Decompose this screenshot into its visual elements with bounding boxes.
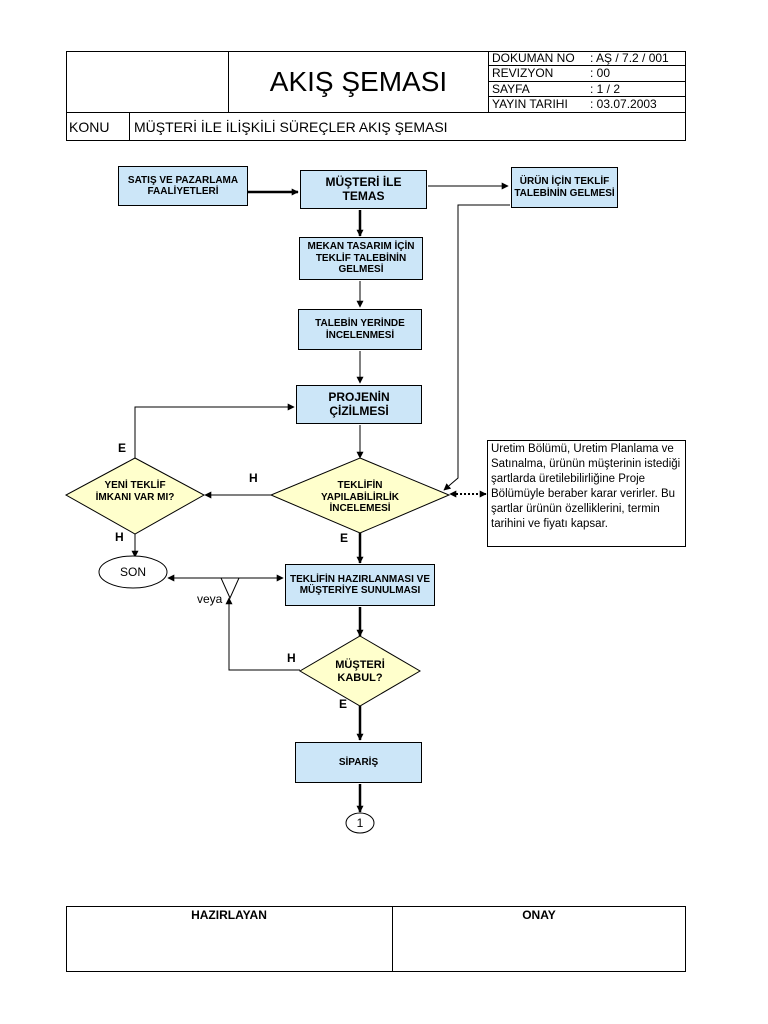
edge-label-teklif-h: H	[249, 471, 258, 485]
node-urun-teklif: ÜRÜN İÇİN TEKLİF TALEBİNİN GELMESİ	[511, 167, 618, 208]
edge-label-kabul-h: H	[287, 651, 296, 665]
node-teklif-hazirlama: TEKLİFİN HAZIRLANMASI VE MÜŞTERİYE SUNUL…	[285, 564, 435, 606]
meta-row-doc-no: DOKUMAN NO : AŞ / 7.2 / 001	[489, 51, 686, 67]
label-son: SON	[119, 565, 146, 579]
label-teklif-yapilabilirlik: TEKLİFİN YAPILABİLİRLİK İNCELEMESİ	[321, 480, 399, 514]
diamond-musteri-kabul	[299, 635, 421, 707]
meta-value: : 00	[590, 66, 611, 81]
meta-row-revision: REVIZYON : 00	[489, 66, 686, 82]
node-talep-inceleme: TALEBİN YERİNDE İNCELENMESİ	[298, 309, 422, 350]
document-title: AKIŞ ŞEMASI	[229, 51, 489, 112]
document-meta: DOKUMAN NO : AŞ / 7.2 / 001 REVIZYON : 0…	[489, 51, 686, 112]
edge-kabul-to-veya	[225, 597, 300, 671]
diamond-teklif-yapilabilirlik	[269, 457, 451, 534]
meta-key: DOKUMAN NO	[492, 51, 575, 65]
footer-hazirlayan: HAZIRLAYAN	[191, 908, 267, 922]
veya-merge-shape	[220, 577, 240, 600]
meta-row-publish-date: YAYIN TARIHI : 03.07.2003	[489, 97, 686, 112]
meta-value: : 03.07.2003	[590, 96, 657, 111]
subject-value: MÜŞTERİ İLE İLİŞKİLİ SÜREÇLER AKIŞ ŞEMAS…	[134, 119, 448, 135]
node-mekan-tasarim: MEKAN TASARIM İÇİN TEKLİF TALEBİNİN GELM…	[299, 237, 423, 280]
footer-table	[66, 906, 686, 972]
meta-key: YAYIN TARIHI	[492, 96, 568, 111]
label-veya: veya	[197, 592, 223, 606]
node-siparis: SİPARİŞ	[295, 742, 422, 783]
edge-label-kabul-e: E	[339, 697, 348, 711]
meta-key: REVIZYON	[492, 66, 554, 81]
info-note: Uretim Bölümü, Uretim Planlama ve Satına…	[487, 440, 686, 547]
edge-label-yeni-h: H	[115, 530, 124, 544]
label-musteri-kabul: MÜŞTERİ KABUL?	[335, 659, 385, 684]
node-musteri-temas: MÜŞTERİ İLE TEMAS	[300, 170, 427, 209]
meta-key: SAYFA	[492, 81, 530, 96]
edge-yeni-to-proje	[134, 403, 295, 458]
label-yeni-teklif: YENİ TEKLİF İMKANI VAR MI?	[95, 480, 175, 503]
meta-value: : AŞ / 7.2 / 001	[590, 51, 669, 65]
connector-circle	[345, 812, 375, 834]
node-satis-pazarlama: SATIŞ VE PAZARLAMA FAALİYETLERİ	[118, 166, 248, 206]
label-connector: 1	[356, 816, 364, 830]
terminator-son	[98, 555, 168, 589]
meta-value: : 1 / 2	[590, 81, 621, 96]
edge-urun-to-teklif	[443, 204, 510, 491]
logo-cell	[66, 51, 229, 112]
footer-divider	[392, 906, 393, 972]
node-proje-cizim: PROJENİN ÇİZİLMESİ	[296, 385, 422, 424]
header-separator	[66, 112, 686, 113]
edge-label-yeni-e: E	[118, 441, 127, 455]
diamond-yeni-teklif	[64, 457, 206, 535]
footer-onay: ONAY	[522, 908, 556, 922]
subject-label: KONU	[66, 113, 130, 141]
meta-row-page: SAYFA : 1 / 2	[489, 82, 686, 97]
edge-label-teklif-e: E	[340, 531, 349, 545]
